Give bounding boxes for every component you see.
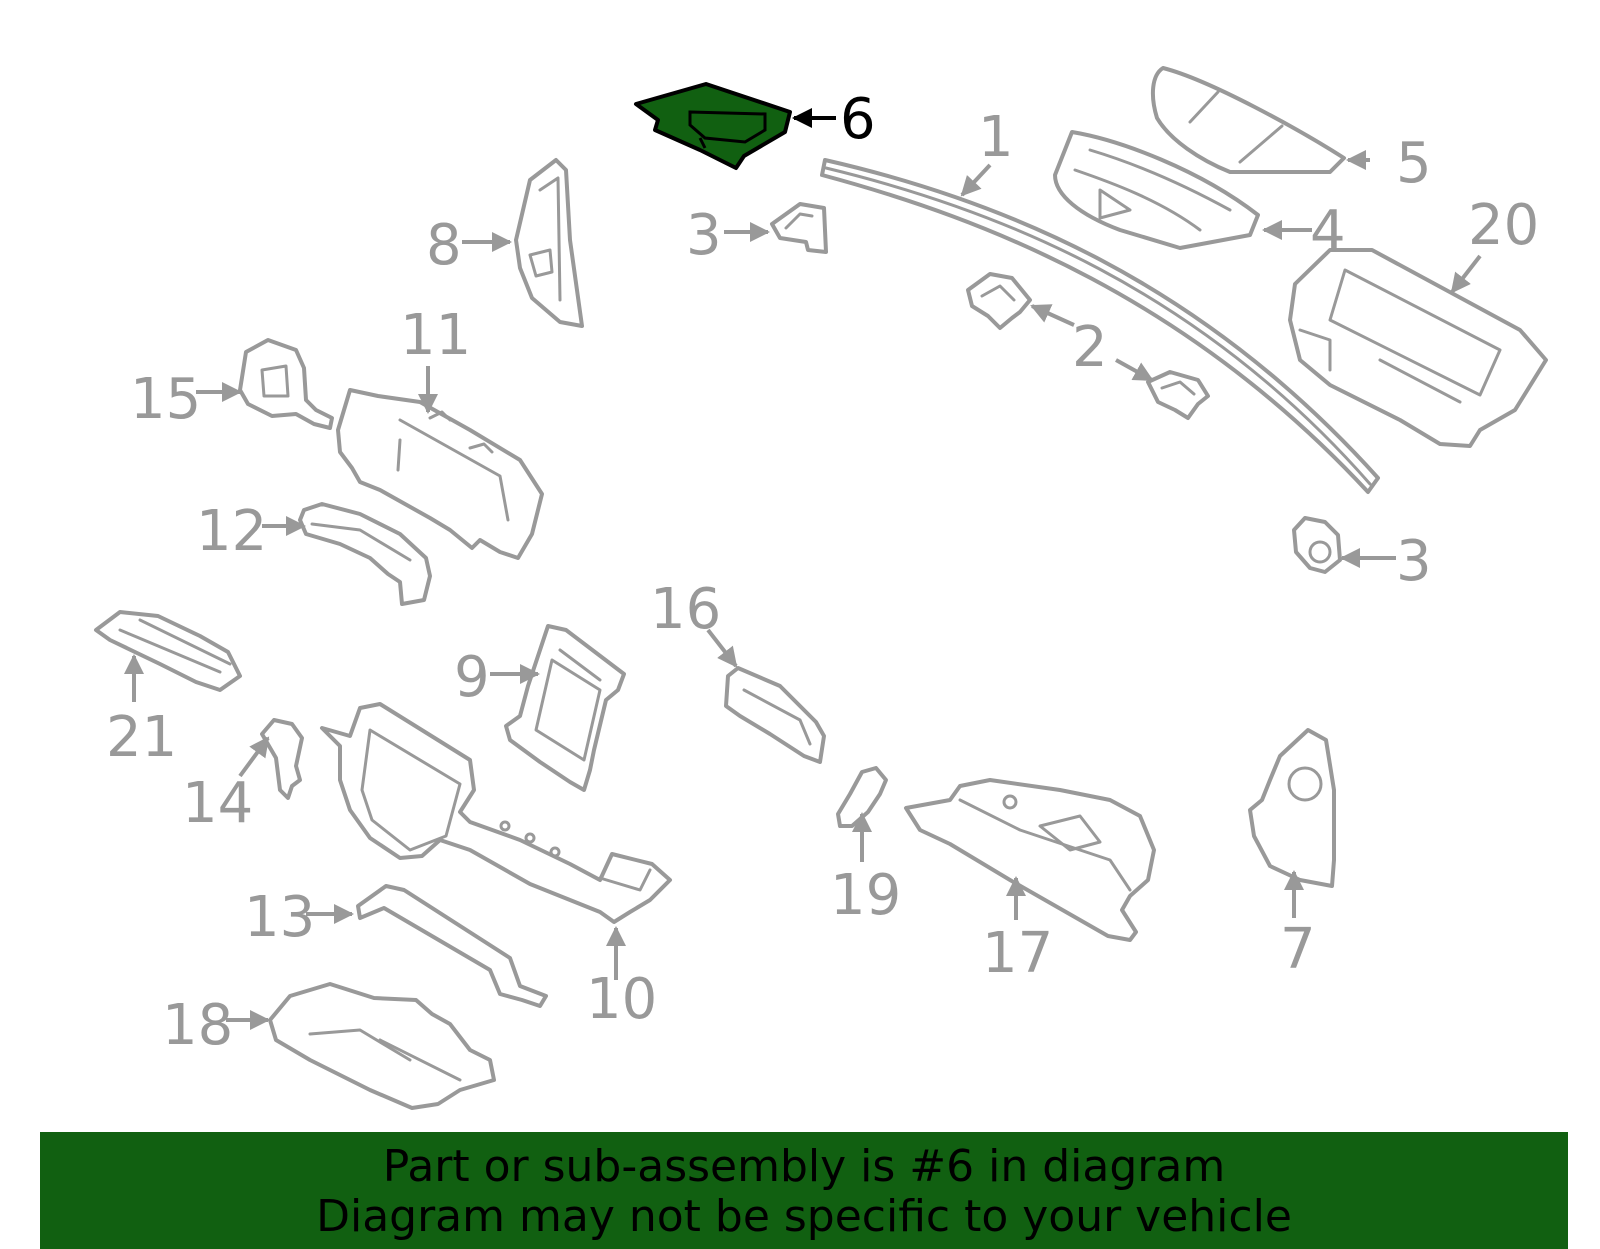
callout-labels: 1 2 3 3 4 5 6 7 8 9 10 11 12 13 14 15 16… bbox=[106, 87, 1539, 1058]
part-3-clip-lower[interactable] bbox=[1292, 516, 1342, 574]
part-9-bracket[interactable] bbox=[504, 624, 626, 792]
part-14-bracket[interactable] bbox=[260, 718, 304, 800]
callout-16[interactable]: 16 bbox=[650, 577, 721, 642]
banner-line-1: Part or sub-assembly is #6 in diagram bbox=[382, 1141, 1226, 1192]
part-7-panel[interactable] bbox=[1248, 728, 1336, 888]
part-10-center-bezel[interactable] bbox=[320, 702, 672, 924]
part-3-clip-upper[interactable] bbox=[770, 202, 828, 254]
callout-12[interactable]: 12 bbox=[196, 499, 267, 564]
callout-10[interactable]: 10 bbox=[586, 967, 657, 1032]
callout-4[interactable]: 4 bbox=[1310, 199, 1346, 264]
callout-9[interactable]: 9 bbox=[454, 645, 490, 710]
callout-5[interactable]: 5 bbox=[1396, 131, 1432, 196]
callout-8[interactable]: 8 bbox=[426, 213, 462, 278]
callout-3-lower[interactable]: 3 bbox=[1396, 529, 1432, 594]
callout-17[interactable]: 17 bbox=[982, 921, 1053, 986]
part-4-cluster[interactable] bbox=[1053, 130, 1260, 250]
callout-arrows bbox=[124, 108, 1482, 1030]
callout-1[interactable]: 1 bbox=[978, 105, 1014, 170]
part-13-bar[interactable] bbox=[356, 884, 548, 1008]
part-11-cluster-housing[interactable] bbox=[336, 388, 544, 560]
part-5-panel[interactable] bbox=[1150, 66, 1346, 174]
part-1-molding[interactable] bbox=[820, 158, 1380, 494]
part-17-glovebox[interactable] bbox=[904, 778, 1156, 942]
part-8-trim[interactable] bbox=[514, 158, 584, 328]
part-19-clip[interactable] bbox=[836, 766, 888, 828]
banner-line-2: Diagram may not be specific to your vehi… bbox=[316, 1191, 1292, 1242]
part-2-clip-b[interactable] bbox=[1146, 370, 1210, 420]
callout-15[interactable]: 15 bbox=[130, 367, 201, 432]
callout-20[interactable]: 20 bbox=[1468, 193, 1539, 258]
callout-11[interactable]: 11 bbox=[400, 303, 471, 368]
part-16-trim-strip[interactable] bbox=[724, 666, 826, 764]
callout-19[interactable]: 19 bbox=[830, 863, 901, 928]
callout-18[interactable]: 18 bbox=[162, 993, 233, 1058]
callout-7[interactable]: 7 bbox=[1280, 917, 1316, 982]
info-banner: Part or sub-assembly is #6 in diagram Di… bbox=[40, 1132, 1568, 1249]
part-15-bracket[interactable] bbox=[238, 338, 334, 430]
part-21-switch-panel[interactable] bbox=[94, 610, 242, 692]
part-12-trim[interactable] bbox=[298, 502, 432, 606]
part-6-highlighted[interactable] bbox=[634, 82, 792, 170]
callout-21[interactable]: 21 bbox=[106, 705, 177, 770]
part-18-panel[interactable] bbox=[268, 982, 496, 1110]
callout-2[interactable]: 2 bbox=[1072, 315, 1108, 380]
callout-6[interactable]: 6 bbox=[840, 87, 876, 152]
callout-3-upper[interactable]: 3 bbox=[686, 203, 722, 268]
callout-13[interactable]: 13 bbox=[244, 885, 315, 950]
part-2-clip-a[interactable] bbox=[966, 272, 1032, 330]
part-20-module[interactable] bbox=[1288, 248, 1548, 448]
callout-14[interactable]: 14 bbox=[182, 771, 253, 836]
